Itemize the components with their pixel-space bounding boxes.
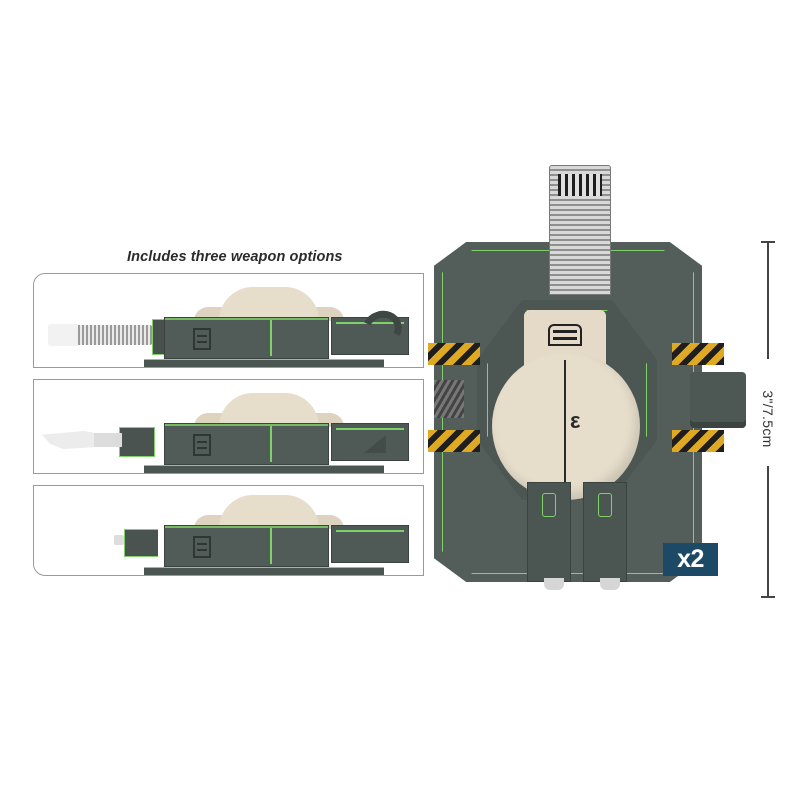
weapon-option-panel-3 (33, 485, 424, 576)
turret-rear (331, 317, 409, 355)
vent-icon (193, 434, 211, 456)
side-weapon (690, 372, 746, 428)
measure-line (767, 241, 769, 359)
measure-label: 3"/7.5cm (760, 390, 776, 448)
hull-top (144, 567, 384, 575)
hazard-stripe (672, 430, 724, 452)
quantity-badge: x2 (663, 543, 718, 576)
glyph-icon: ε (570, 408, 581, 433)
turret-dome (219, 287, 319, 321)
turret-rear (331, 525, 409, 563)
hull-top (144, 359, 384, 367)
exhaust (544, 578, 564, 590)
side-vent-icon (434, 380, 464, 418)
turret-dome (219, 495, 319, 529)
turret-body (164, 423, 329, 465)
stub-tip (114, 535, 124, 545)
weapon-options-caption: Includes three weapon options (127, 249, 343, 265)
measure-line (767, 466, 769, 598)
claw-barrel (42, 431, 94, 449)
hazard-stripe (428, 343, 480, 365)
hazard-stripe (428, 430, 480, 452)
turret-disc: ε (492, 352, 640, 500)
height-measurement: 3"/7.5cm (760, 241, 776, 598)
measure-cap-bottom (761, 596, 775, 598)
engine-right (583, 482, 627, 582)
exhaust-stack (549, 165, 611, 295)
triangle-plate (364, 435, 386, 453)
turret-body (164, 525, 329, 567)
las-barrel (48, 324, 152, 346)
turret-dome (219, 393, 319, 427)
vent-icon (193, 536, 211, 558)
main-model: ε (428, 160, 752, 606)
weapon-option-panel-1 (33, 273, 424, 368)
weapon-option-panel-2 (33, 379, 424, 474)
vent-icon (193, 328, 211, 350)
exhaust (600, 578, 620, 590)
stub-barrel (124, 529, 158, 557)
barrel-mount (119, 427, 155, 457)
grill-icon (558, 174, 602, 196)
grille-icon (548, 324, 582, 346)
turret-body (164, 317, 329, 359)
barrel-neck (92, 433, 122, 447)
engine-left (527, 482, 571, 582)
hazard-stripe (672, 343, 724, 365)
hull-top (144, 465, 384, 473)
